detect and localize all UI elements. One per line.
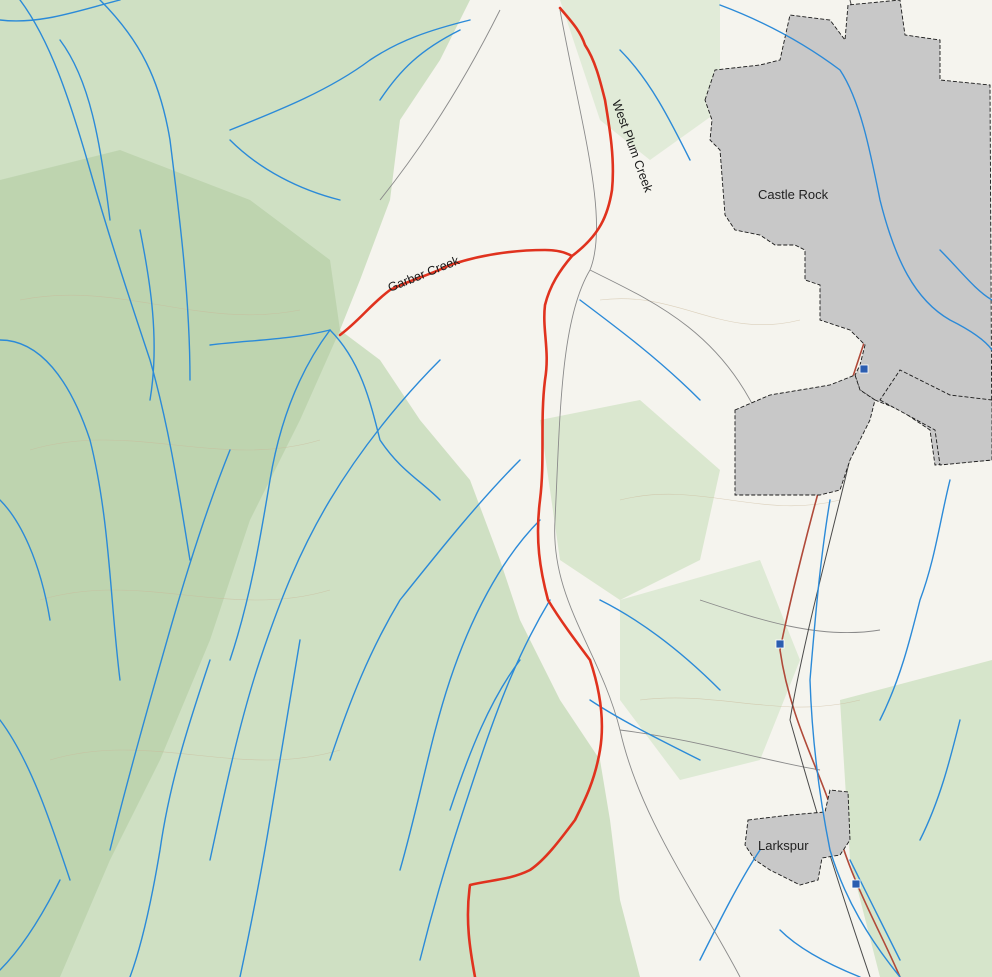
- west-plum-creek-line[interactable]: [466, 6, 615, 977]
- highway-shield-icon: [859, 364, 869, 374]
- highway-shield-icon: [851, 879, 861, 889]
- forest-terrain-central: [540, 400, 720, 600]
- highway-shield-icon: [775, 639, 785, 649]
- town-label-castle-rock: Castle Rock: [758, 187, 829, 202]
- highlighted-creeks[interactable]: [338, 6, 615, 977]
- castle-rock-boundary-east[interactable]: [879, 369, 992, 466]
- forest-terrain-southeast: [840, 660, 992, 977]
- town-label-larkspur: Larkspur: [758, 838, 809, 853]
- minor-roads: [379, 9, 881, 977]
- castle-rock-boundary-south[interactable]: [734, 374, 876, 496]
- contour-lines: [19, 294, 861, 761]
- garber-creek-line[interactable]: [338, 248, 574, 337]
- forest-terrain-north: [560, 0, 720, 160]
- forest-terrain-dark-ridge: [0, 150, 340, 977]
- forest-terrain-east: [620, 560, 800, 780]
